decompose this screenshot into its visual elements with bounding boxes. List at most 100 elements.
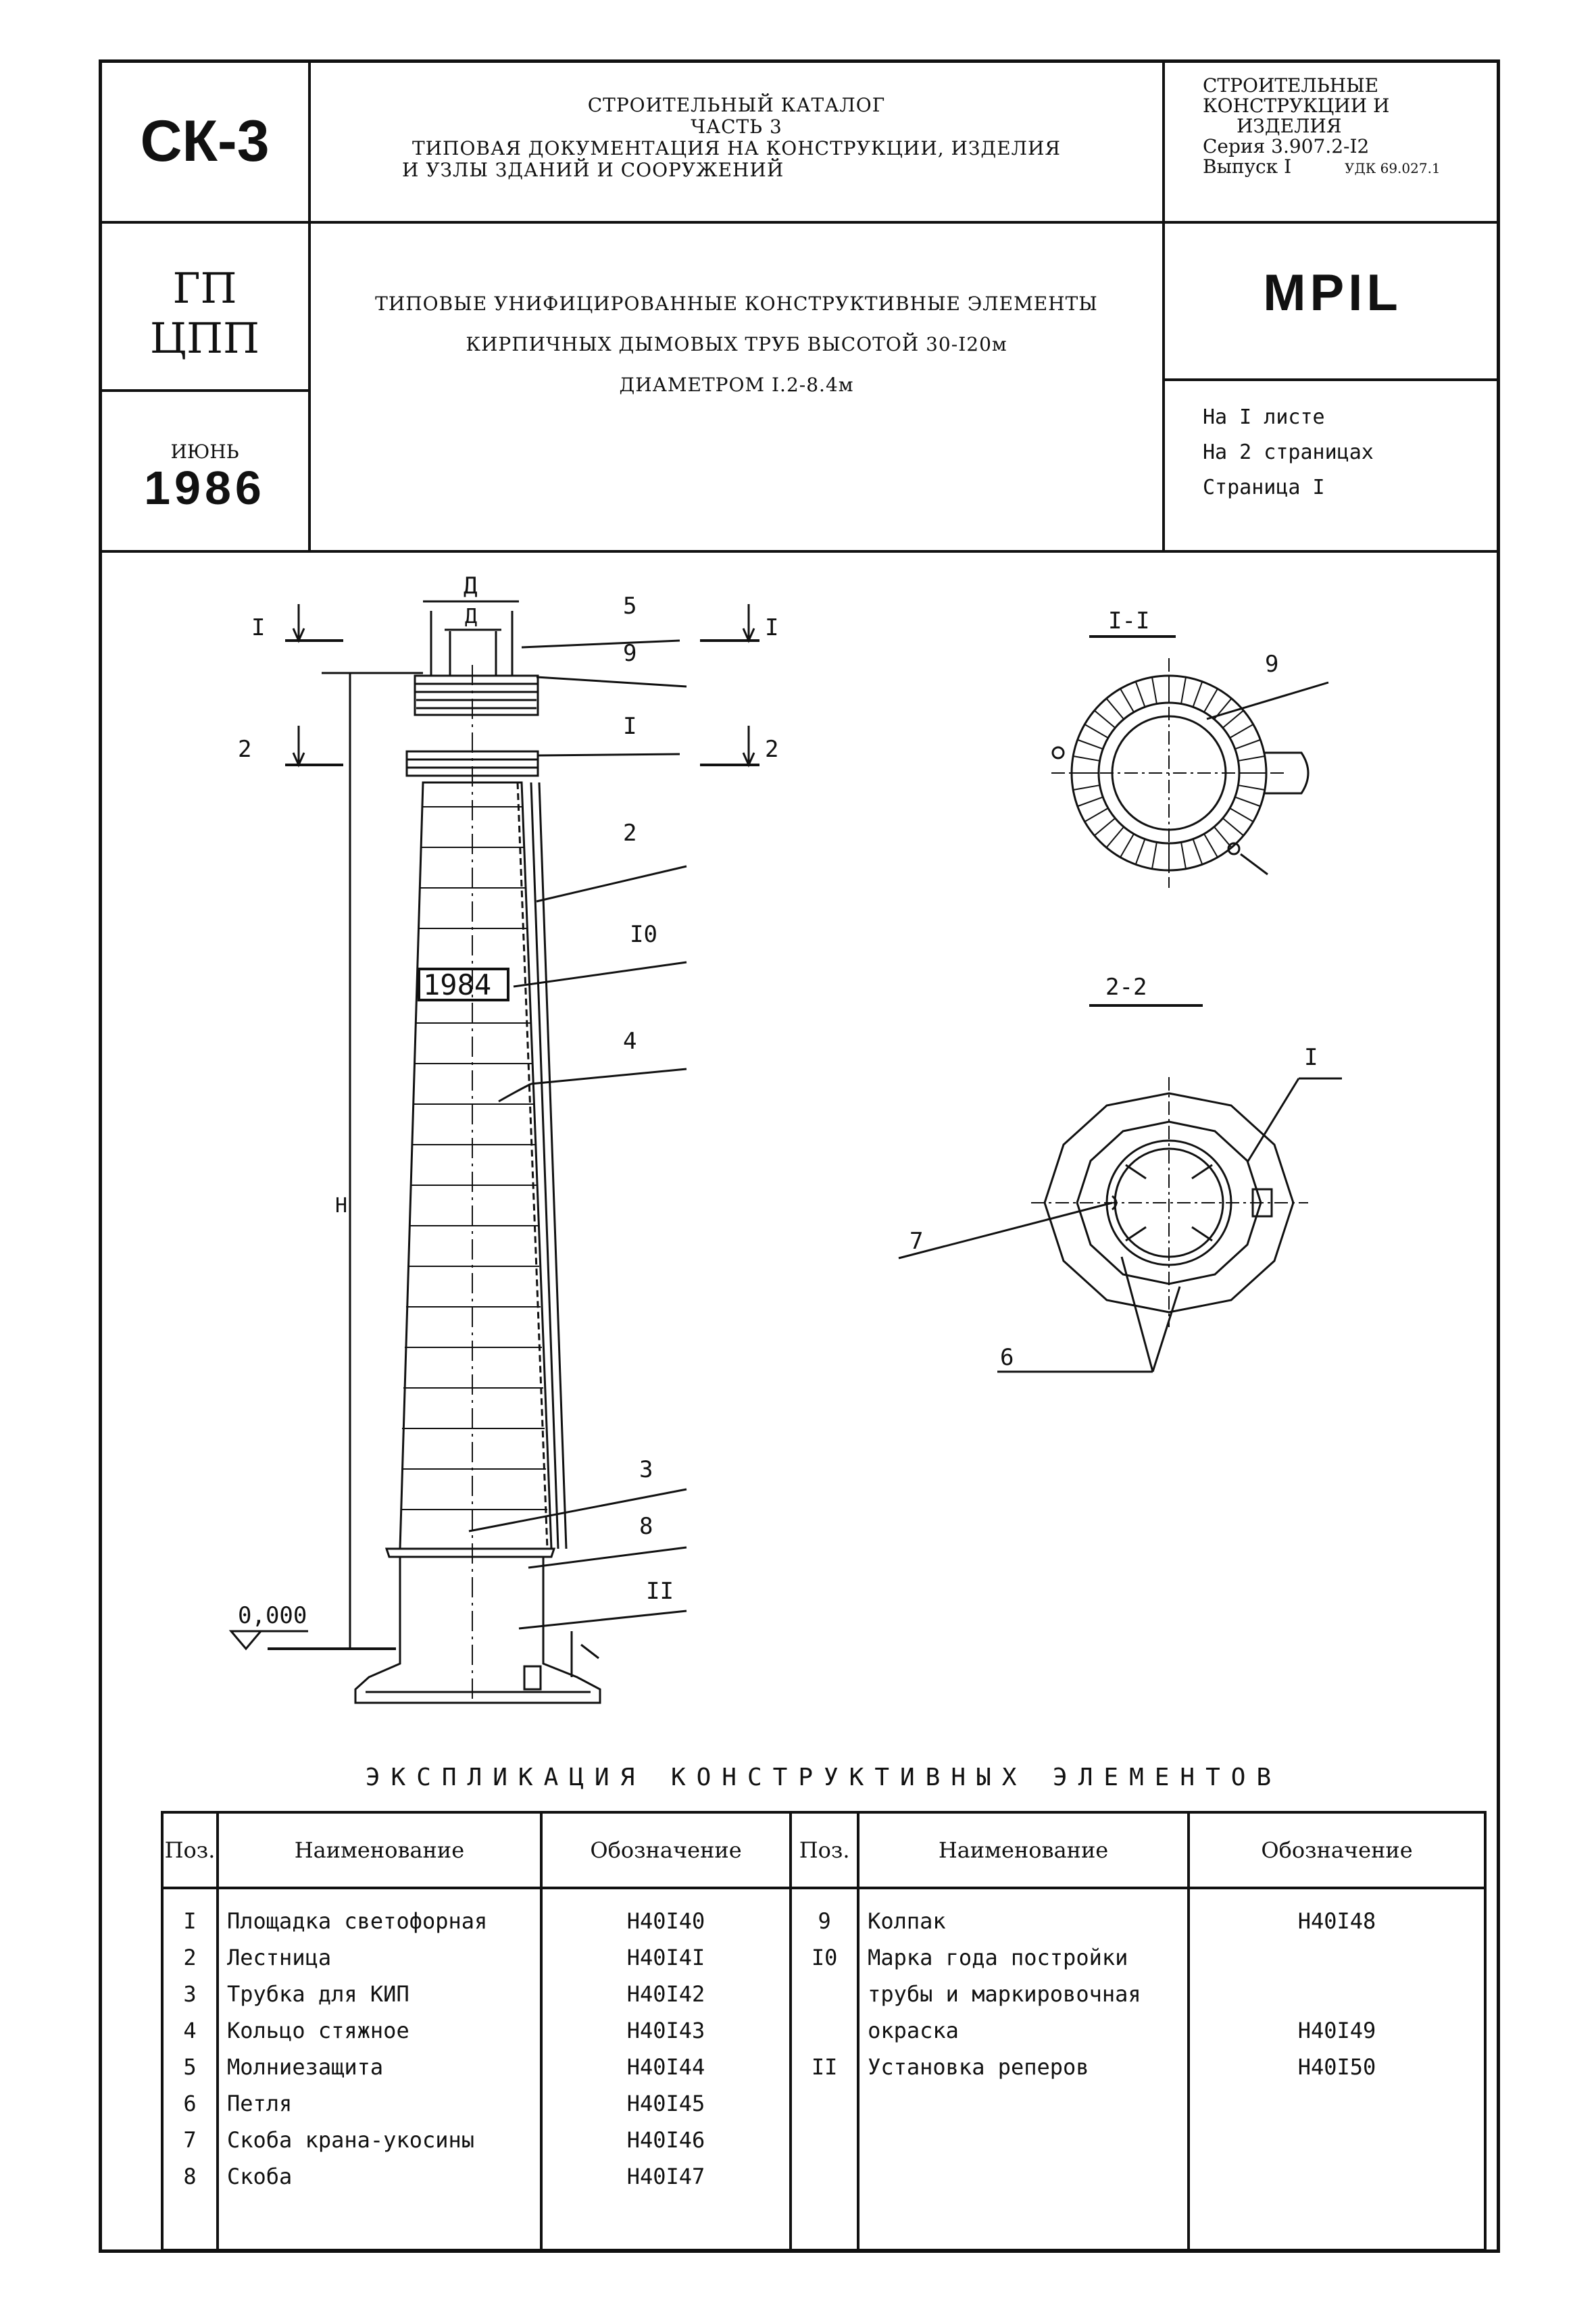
sheet-count: На I листе (1203, 405, 1325, 429)
catalog-line-1: СТРОИТЕЛЬНЫЙ КАТАЛОГ (587, 94, 886, 116)
table-cell: Н40I42 (539, 1976, 793, 2012)
table-cell (857, 2158, 1190, 2195)
document-title: ТИПОВЫЕ УНИФИЦИРОВАННЫЕ КОНСТРУКТИВНЫЕ Э… (318, 284, 1155, 405)
hatch-line (1094, 818, 1116, 837)
hatch-line (1120, 833, 1134, 858)
sheet-info: На I листе На 2 страницах Страница I (1203, 400, 1374, 505)
header-left-divider (308, 59, 311, 551)
hatch-line (1105, 698, 1124, 720)
table-cell: 2 (161, 1939, 219, 1976)
udk-code: УДК 69.027.1 (1345, 160, 1441, 176)
table-cell: Н40I50 (1187, 2049, 1487, 2085)
document-code: MPIL (1263, 264, 1402, 322)
table-row: 4 Кольцо стяжное Н40I43 окраска Н40I49 (161, 2012, 1487, 2049)
table-cell: Н40I4I (539, 1939, 793, 1976)
header-pos: Поз. (161, 1811, 219, 1889)
hatch-line (1084, 807, 1109, 822)
table-row: 6 Петля Н40I45 (161, 2085, 1487, 2122)
table-cell: 7 (161, 2122, 219, 2158)
table-cell (789, 2012, 860, 2049)
table-cell (1187, 2158, 1487, 2195)
hatch-line (1229, 724, 1254, 739)
hatch-line (1238, 785, 1265, 791)
table-cell (1187, 2122, 1487, 2158)
hatch-line (1192, 839, 1203, 865)
hatch-line (1151, 677, 1157, 704)
hatch-line (1203, 688, 1218, 713)
table-cell: трубы и маркировочная (857, 1976, 1190, 2012)
hatch-line (1203, 833, 1218, 858)
table-cell: 3 (161, 1976, 219, 2012)
table-cell (857, 2122, 1190, 2158)
page-count: На 2 страницах (1203, 441, 1374, 464)
callout-3: 3 (639, 1456, 653, 1483)
table-cell (1187, 2195, 1487, 2251)
table-cell: Н40I48 (1187, 1888, 1487, 1939)
series-line-3: ИЗДЕЛИЯ (1237, 115, 1342, 137)
hatch-line (1222, 818, 1244, 837)
callout-9-section: 9 (1265, 651, 1278, 678)
table-cell: Колпак (857, 1888, 1190, 1939)
table-row: 7 Скоба крана-укосины Н40I46 (161, 2122, 1487, 2158)
table-cell: Установка реперов (857, 2049, 1190, 2085)
table-cell: 8 (161, 2158, 219, 2195)
callout-5: 5 (623, 593, 637, 620)
chimney-shaft (399, 781, 553, 1549)
section-mark-2-left: 2 (238, 736, 251, 763)
foundation-ring (384, 1547, 556, 1558)
callout-9: 9 (623, 640, 637, 667)
header-row1-bottom (99, 221, 1500, 224)
table-cell: Скоба (216, 2158, 543, 2195)
chimney-drawing: Д Д I I 2 2 Н 0,000 1984 I-I 2-2 5 9 I 2… (228, 572, 1342, 1704)
table-cell (789, 2122, 860, 2158)
callout-1: I (623, 713, 637, 740)
hatch-line (1238, 755, 1265, 762)
issue-number: Выпуск I УДК 69.027.1 (1203, 157, 1500, 178)
section-mark-I-right: I (765, 614, 778, 641)
callout-7: 7 (909, 1228, 923, 1255)
hatch-line (1235, 739, 1261, 750)
callout-11: II (646, 1578, 674, 1605)
dim-label-outer: Д (464, 572, 477, 599)
table-cell: Трубка для КИП (216, 1976, 543, 2012)
catalog-code: СК-3 (140, 109, 270, 174)
left-cell-divider (99, 389, 308, 392)
hatch-line (1073, 755, 1100, 762)
catalog-line-3: ТИПОВАЯ ДОКУМЕНТАЦИЯ НА КОНСТРУКЦИИ, ИЗД… (412, 137, 1062, 159)
hatch-line (1214, 698, 1232, 720)
table-cell: окраска (857, 2012, 1190, 2049)
table-cell (857, 2085, 1190, 2122)
header-right-divider (1162, 59, 1165, 551)
hatch-line (1084, 724, 1109, 739)
callout-4: 4 (623, 1028, 637, 1055)
table-cell (789, 2085, 860, 2122)
callout-6: 6 (1000, 1344, 1014, 1371)
specification-table: Поз. Наименование Обозначение Поз. Наиме… (161, 1811, 1487, 2251)
organization-line-2: ЦПП (149, 314, 260, 363)
table-cell (789, 1976, 860, 2012)
issue-month: ИЮНЬ (170, 441, 239, 463)
table-cell (789, 2195, 860, 2251)
table-cell: Площадка светофорная (216, 1888, 543, 1939)
header-row2-bottom (99, 550, 1500, 553)
table-cell: Н40I44 (539, 2049, 793, 2085)
document-title-line-3: ДИАМЕТРОМ I.2-8.4м (619, 374, 854, 396)
table-cell: Петля (216, 2085, 543, 2122)
hatch-line (1077, 739, 1103, 750)
series-number: Серия 3.907.2-I2 (1203, 135, 1370, 157)
header-pos-2: Поз. (789, 1811, 860, 1889)
table-cell: Скоба крана-укосины (216, 2122, 543, 2158)
issue-label: Выпуск I (1203, 155, 1292, 178)
table-cell: 4 (161, 2012, 219, 2049)
table-cell (789, 2158, 860, 2195)
catalog-line-2: ЧАСТЬ 3 (691, 116, 782, 138)
height-label: Н (335, 1194, 347, 1218)
callout-2: 2 (623, 820, 637, 847)
series-line-2: КОНСТРУКЦИИ И (1203, 95, 1390, 117)
dim-label-inner: Д (465, 605, 477, 628)
hatch-line (1077, 796, 1103, 807)
table-row: 2 Лестница Н40I4I I0 Марка года постройк… (161, 1939, 1487, 1976)
issue-date: ИЮНЬ 1986 (101, 441, 308, 513)
header-designation: Обозначение (539, 1811, 793, 1889)
table-cell: I0 (789, 1939, 860, 1976)
